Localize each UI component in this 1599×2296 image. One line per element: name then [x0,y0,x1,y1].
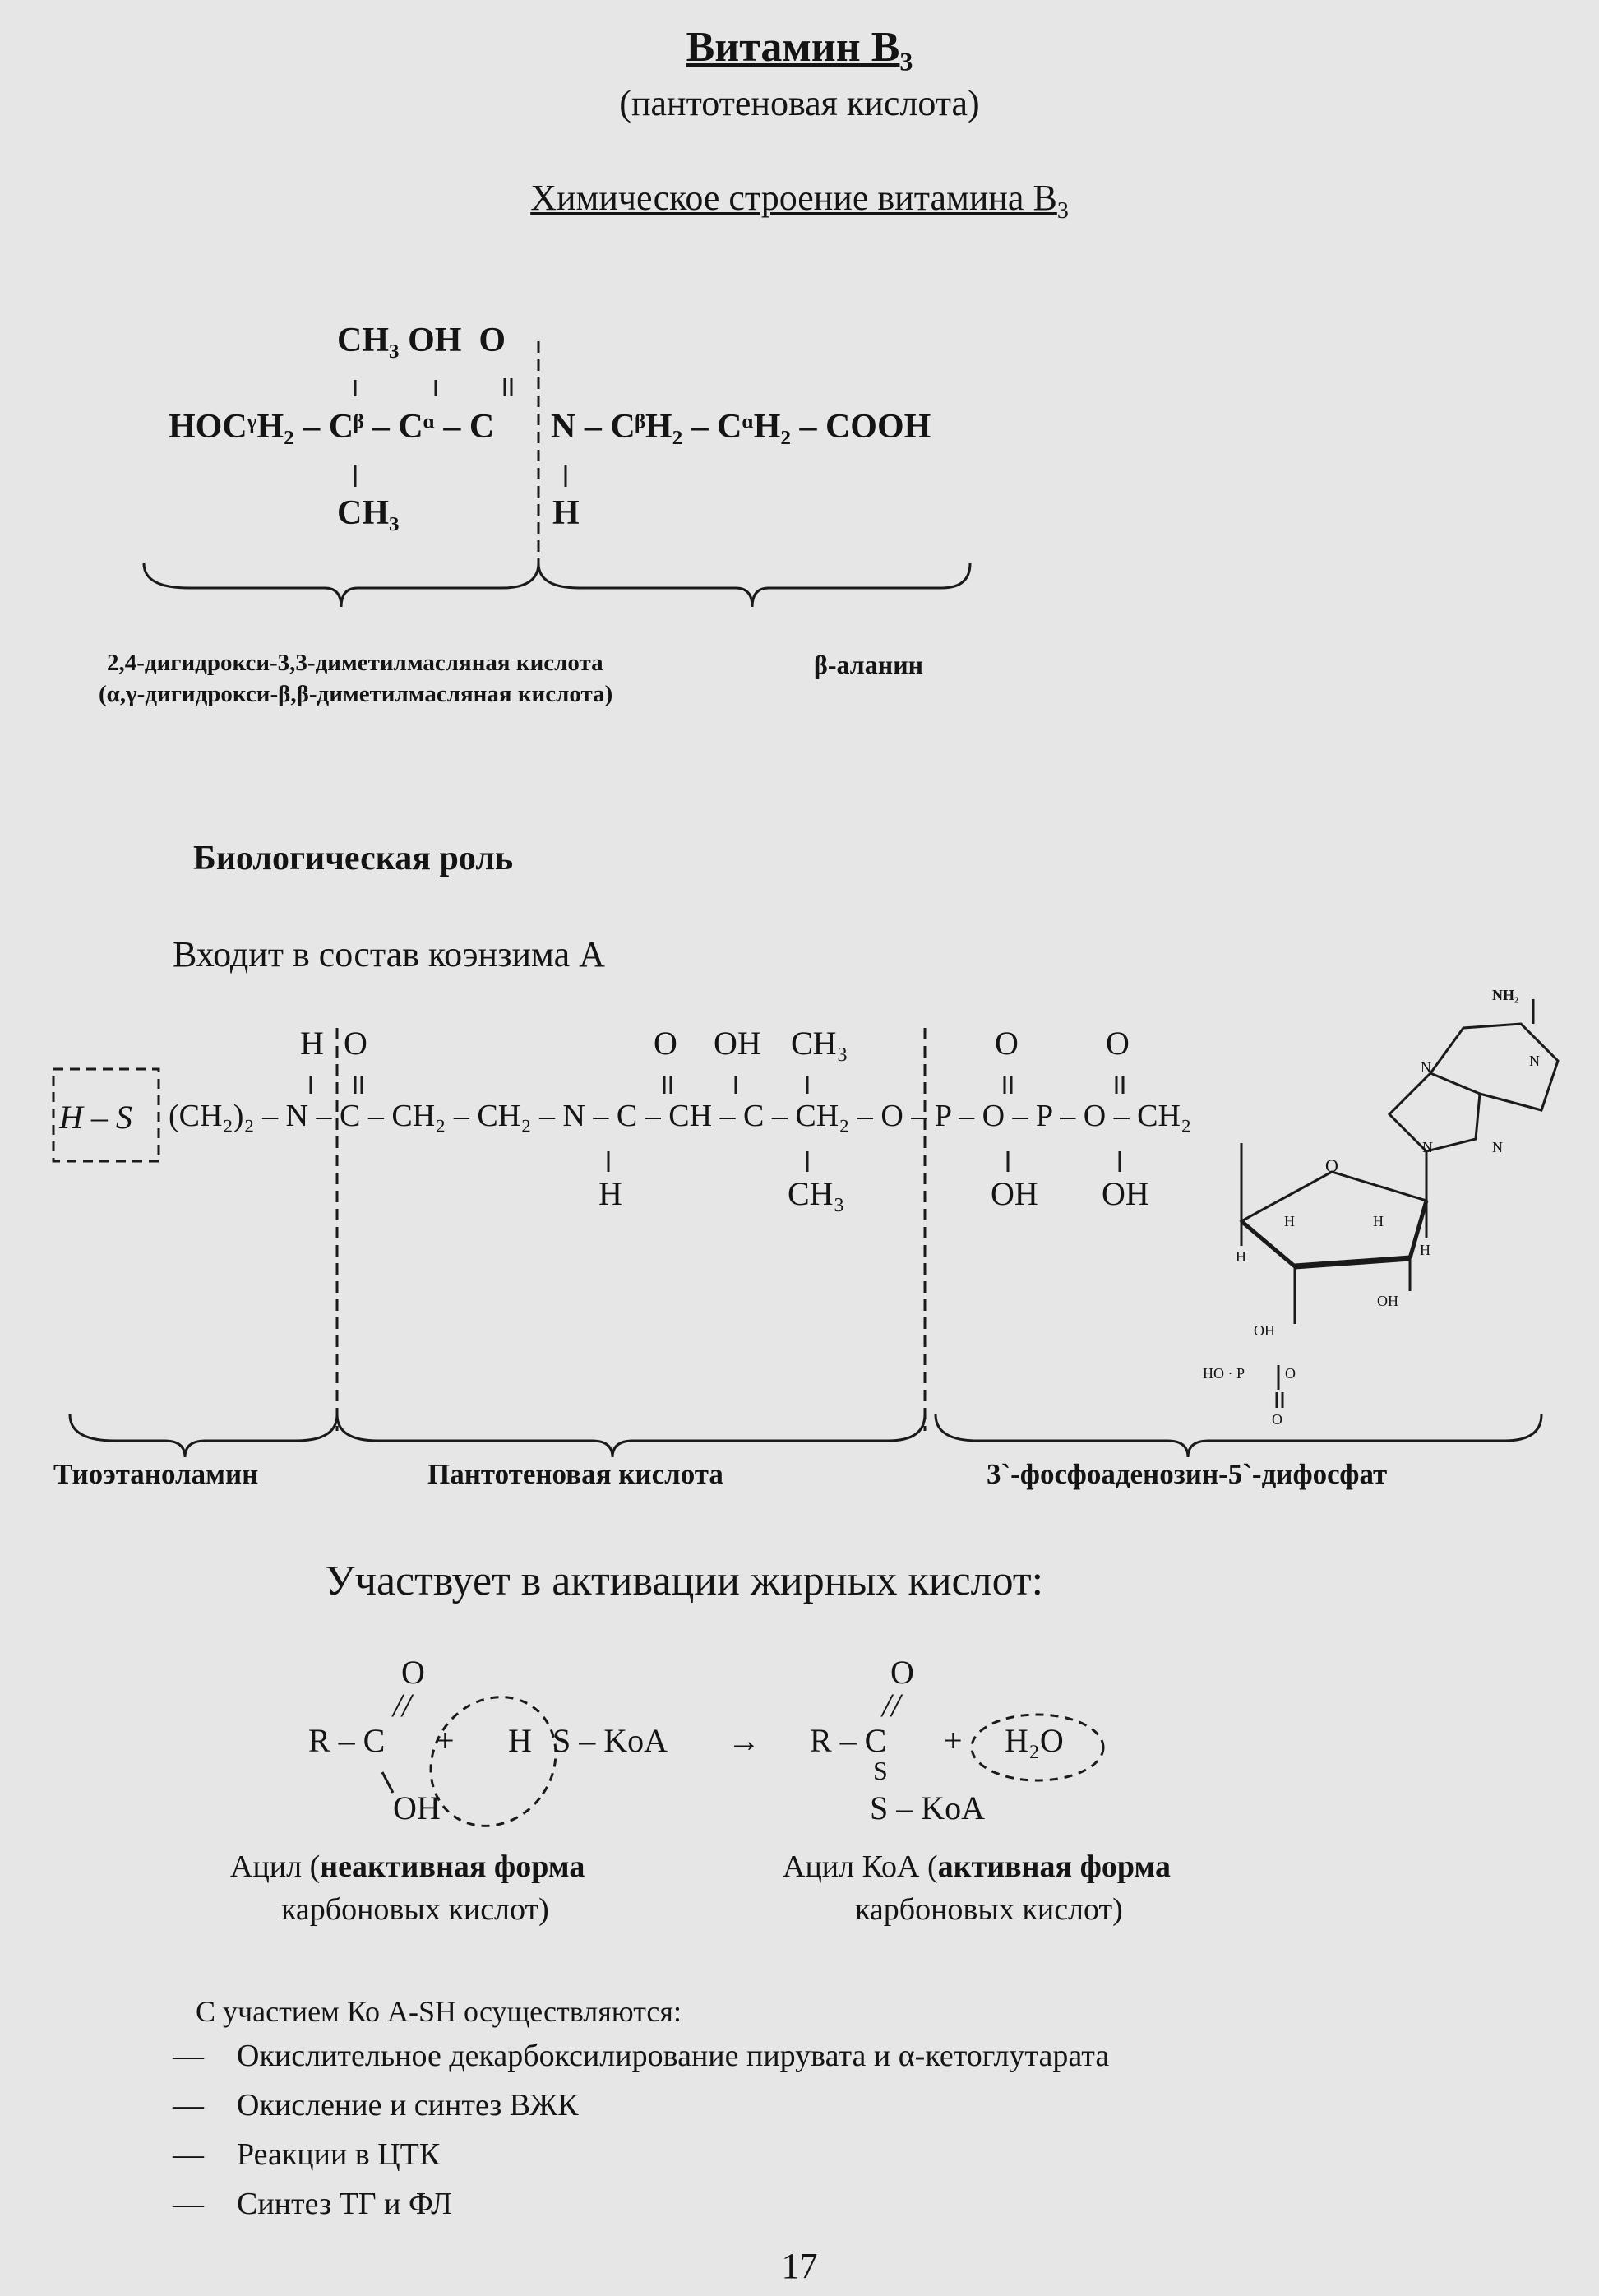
coa-upper-h: H [300,1025,324,1062]
ribose-oh: OH [1377,1293,1398,1309]
caption-right-line1: Ацил КоА (активная форма [783,1849,1172,1884]
phosphate-ho-p: HO · P [1203,1365,1245,1382]
reaction-left-oh: OH [393,1789,441,1826]
reaction-right-plus: + [944,1722,963,1759]
page-number: 17 [781,2246,818,2286]
purine-n1: N [1421,1059,1431,1076]
reaction-left-skoa: S – KoA [552,1722,668,1759]
list-item: —Окислительное декарбоксилирование пирув… [173,2039,1110,2073]
list-item: —Синтез ТГ и ФЛ [173,2187,452,2221]
bio-role-intro: Входит в состав коэнзима А [173,934,605,974]
activation-heading: Участвует в активации жирных кислот: [325,1558,1044,1604]
reaction-left-plus: + [436,1722,455,1759]
reaction-right-s: S [873,1756,888,1785]
caption-left-line2: карбоновых кислот) [281,1892,549,1927]
purine-n3: N [1492,1139,1503,1155]
coa-upper-o2: O [654,1025,677,1062]
reaction-left-h: H [508,1722,532,1759]
coa-upper-o1: O [344,1025,367,1062]
purine-n4: N [1422,1139,1433,1155]
formula1-main-chain-right: N – CᵝH₂ – CᵅH₂ – COOH [551,408,931,446]
coa-lower-oh1: OH [991,1175,1038,1212]
page-title: Витамин В3 [686,24,913,76]
coa-upper-o3: O [995,1025,1019,1062]
reaction-left-rc: R – C [308,1722,386,1759]
formula1-part-left-line1: 2,4-дигидрокси-3,3-диметилмасляная кисло… [107,650,603,676]
coa-upper-oh: OH [714,1025,761,1062]
list-item: —Реакции в ЦТК [173,2137,441,2172]
reaction-right-rc: R – C [810,1722,887,1759]
reaction-arrow: → [728,1722,760,1759]
page-subtitle: (пантотеновая кислота) [619,83,980,123]
coa-lower-ch3: CH₃ [788,1175,845,1212]
ribose-h4: H [1420,1242,1430,1258]
purine-n2: N [1529,1053,1540,1069]
formula1-part-left-line2: (α,γ-дигидрокси-β,β-диметилмасляная кисл… [99,681,613,707]
reaction-left-o: O [401,1654,425,1691]
coa-part-thioethanolamine: Тиоэтаноламин [53,1458,259,1490]
phosphate-o: O [1285,1365,1296,1382]
coa-sh-group: H – S [59,1099,132,1136]
phosphate-o-double: O [1272,1411,1282,1428]
coa-main-chain: (CH₂)₂ – N – C – CH₂ – CH₂ – N – C – CH … [169,1099,1192,1133]
processes-list: —Окислительное декарбоксилирование пирув… [173,2038,1109,2235]
coa-lower-h: H [598,1175,622,1212]
coa-lower-oh2: OH [1102,1175,1149,1212]
caption-left-line1: Ацил (неактивная форма [230,1849,585,1884]
coa-nh2: NH₂ [1492,987,1519,1003]
reaction-right-bond: // [882,1687,901,1724]
coa-part-phosphoadenosine: 3`-фосфоаденозин-5`-дифосфат [987,1458,1388,1490]
processes-intro: С участием Ко A-SH осуществляются: [196,1995,682,2028]
formula1-top-groups: CH₃ OH O [337,322,506,359]
chem-structure-heading: Химическое строение витамина В3 [530,178,1069,224]
ribose-h1: H [1284,1213,1295,1229]
ribose-h3: H [1236,1248,1246,1265]
bio-role-heading: Биологическая роль [193,840,514,877]
formula1-main-chain: HOCᵞH₂ – Cᵝ – Cᵅ – C [169,408,495,446]
phosphate-oh: OH [1254,1322,1275,1339]
reaction-left-bond: // [393,1687,412,1724]
reaction-right-skoa: S – KoA [870,1789,986,1826]
ribose-o: O [1325,1155,1338,1176]
formula1-bottom-right: H [552,494,580,532]
reaction-right-o: O [890,1654,914,1691]
caption-right-line2: карбоновых кислот) [855,1892,1123,1927]
formula1-part-right: β-аланин [814,650,924,679]
reaction-right-h2o: H₂O [1005,1722,1064,1759]
coa-upper-o4: O [1106,1025,1130,1062]
coa-upper-ch3: CH₃ [791,1025,848,1062]
formula1-bottom-left: CH₃ [337,494,400,532]
list-item: —Окисление и синтез ВЖК [173,2088,579,2122]
coa-part-pantothenic: Пантотеновая кислота [427,1458,723,1490]
ribose-h2: H [1373,1213,1384,1229]
